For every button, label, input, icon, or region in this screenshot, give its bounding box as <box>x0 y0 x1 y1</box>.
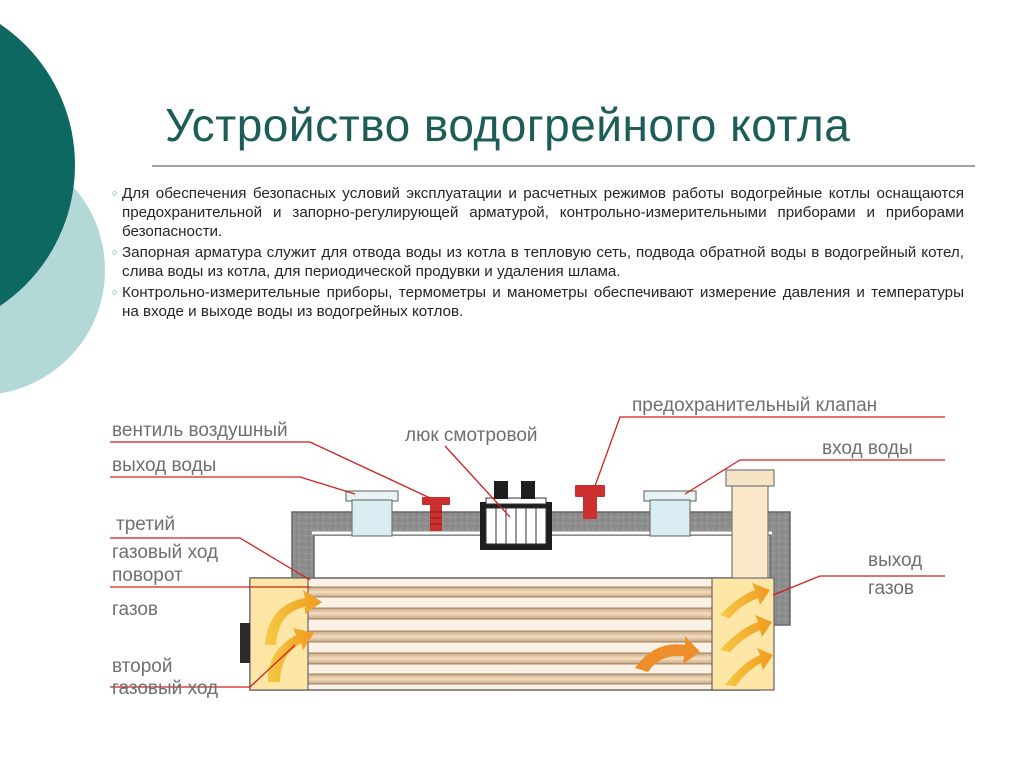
bullet-list: ○ Для обеспечения безопасных условий экс… <box>112 184 964 323</box>
title-divider <box>152 165 975 167</box>
flame-arrow-icon <box>720 583 770 618</box>
tube-bundle <box>249 577 761 691</box>
bullet-text: Запорная арматура служит для отвода воды… <box>122 244 964 280</box>
leader-lines <box>110 416 945 688</box>
flame-arrow-icon <box>635 636 700 672</box>
right-gas-chamber <box>635 577 775 691</box>
circle-bullet-icon: ○ <box>112 188 118 198</box>
circle-bullet-icon: ○ <box>112 287 118 297</box>
flame-arrow-icon <box>267 628 314 682</box>
safety-valve <box>575 485 605 519</box>
label-air-valve: вентиль воздушный <box>112 420 288 441</box>
leader-line <box>110 644 296 688</box>
bullet-item: ○ Для обеспечения безопасных условий экс… <box>112 184 964 241</box>
flame-arrow-icon <box>725 648 773 686</box>
left-gas-chamber <box>240 577 322 691</box>
circle-bullet-icon: ○ <box>112 247 118 257</box>
leader-line <box>110 476 356 495</box>
label-third-pass-1: третий <box>116 514 175 535</box>
label-second-pass-2: газовый ход <box>112 678 218 699</box>
label-gas-out-2: газов <box>868 578 914 599</box>
bullet-text: Контрольно-измерительные приборы, термом… <box>122 284 964 320</box>
bullet-text: Для обеспечения безопасных условий экспл… <box>122 185 964 240</box>
diagram-labels: вентиль воздушный выход воды третий газо… <box>112 395 922 699</box>
pipe <box>304 607 721 620</box>
decorative-circles <box>0 24 105 394</box>
inspection-hatch <box>480 481 552 550</box>
deco-circle-dark <box>0 24 75 306</box>
leader-line <box>110 537 311 581</box>
label-water-in: вход воды <box>822 438 913 459</box>
label-second-pass-1: второй <box>112 656 172 677</box>
boiler-diagram: вентиль воздушный выход воды третий газо… <box>110 395 945 699</box>
leader-line <box>444 445 511 518</box>
label-water-out: выход воды <box>112 455 216 476</box>
leader-line <box>684 459 945 495</box>
pipe <box>304 630 721 643</box>
label-turn-1: поворот <box>112 565 183 586</box>
page-title: Устройство водогрейного котла <box>165 99 851 151</box>
flame-arrow-icon <box>720 615 772 652</box>
leader-line <box>594 416 945 487</box>
flame-arrow-icon <box>265 590 322 645</box>
label-third-pass-2: газовый ход <box>112 542 218 563</box>
door-handle <box>240 623 250 663</box>
pipe <box>304 586 721 598</box>
bullet-item: ○ Запорная арматура служит для отвода во… <box>112 243 964 281</box>
label-safety-valve: предохранительный клапан <box>632 395 877 416</box>
label-hatch: люк смотровой <box>405 425 538 446</box>
pipe <box>304 673 716 685</box>
bullet-item: ○ Контрольно-измерительные приборы, терм… <box>112 283 964 321</box>
label-gas-out-1: выход <box>868 550 922 571</box>
flue-chimney <box>725 469 775 579</box>
leader-line <box>110 441 431 499</box>
leader-line <box>772 575 945 596</box>
water-inlet-nozzle <box>643 490 697 537</box>
water-outlet-nozzle <box>345 490 399 537</box>
air-valve <box>422 497 450 531</box>
label-turn-2: газов <box>112 599 158 620</box>
